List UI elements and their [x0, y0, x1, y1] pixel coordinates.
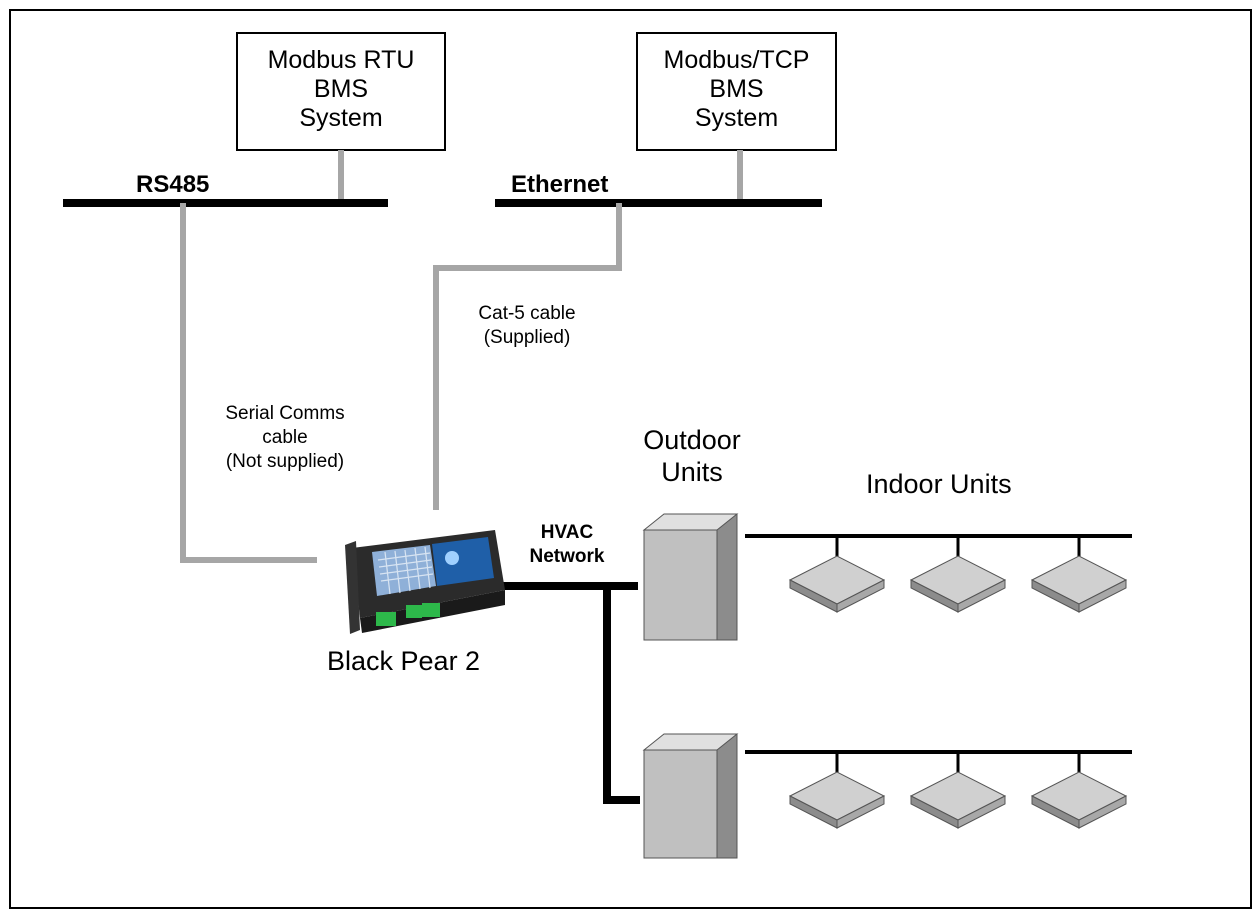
- rs485-label: RS485: [136, 171, 210, 198]
- serial-line-3: (Not supplied): [225, 451, 345, 472]
- indoor-unit-1: [788, 555, 886, 613]
- rtu-line-3: System: [299, 104, 383, 132]
- black-pear-device: [345, 530, 505, 634]
- cat5-cable-label: Cat-5 cable (Supplied): [452, 302, 602, 350]
- hvac-line-2: Network: [529, 546, 605, 567]
- indoor-units-label: Indoor Units: [866, 469, 1012, 499]
- serial-comms-cable: [180, 203, 317, 563]
- modbus-tcp-box: [636, 32, 837, 151]
- rtu-line-2: BMS: [313, 75, 369, 103]
- cat5-line-1: Cat-5 cable: [478, 303, 576, 324]
- tcp-line-3: System: [694, 104, 779, 132]
- outdoor-line-1: Outdoor: [643, 425, 741, 455]
- outdoor-unit-1: [642, 513, 739, 641]
- outdoor-units-label: Outdoor Units: [622, 424, 762, 488]
- outdoor-line-2: Units: [661, 457, 723, 487]
- indoor-unit-2: [909, 555, 1007, 613]
- outdoor-unit-2: [642, 733, 739, 859]
- hvac-line-1: HVAC: [540, 522, 594, 543]
- black-pear-label: Black Pear 2: [327, 646, 481, 676]
- indoor-unit-4: [788, 771, 886, 829]
- rtu-line-1: Modbus RTU: [267, 46, 415, 74]
- indoor-unit-6: [1030, 771, 1128, 829]
- outer-frame: [9, 9, 1252, 909]
- modbus-rtu-label: Modbus RTU BMS System: [237, 46, 445, 133]
- cat5-cable: [433, 203, 622, 510]
- indoor-unit-5: [909, 771, 1007, 829]
- hvac-branch-line: [603, 586, 640, 804]
- serial-line-1: Serial Comms: [225, 403, 345, 424]
- tcp-line-2: BMS: [709, 75, 764, 103]
- indoor-unit-3: [1030, 555, 1128, 613]
- hvac-network-label: HVAC Network: [512, 521, 622, 569]
- serial-line-2: cable: [262, 427, 308, 448]
- tcp-line-1: Modbus/TCP: [663, 46, 810, 74]
- modbus-tcp-label: Modbus/TCP BMS System: [637, 46, 836, 133]
- serial-cable-label: Serial Comms cable (Not supplied): [195, 402, 375, 474]
- ethernet-label: Ethernet: [511, 171, 609, 198]
- cat5-line-2: (Supplied): [483, 327, 571, 348]
